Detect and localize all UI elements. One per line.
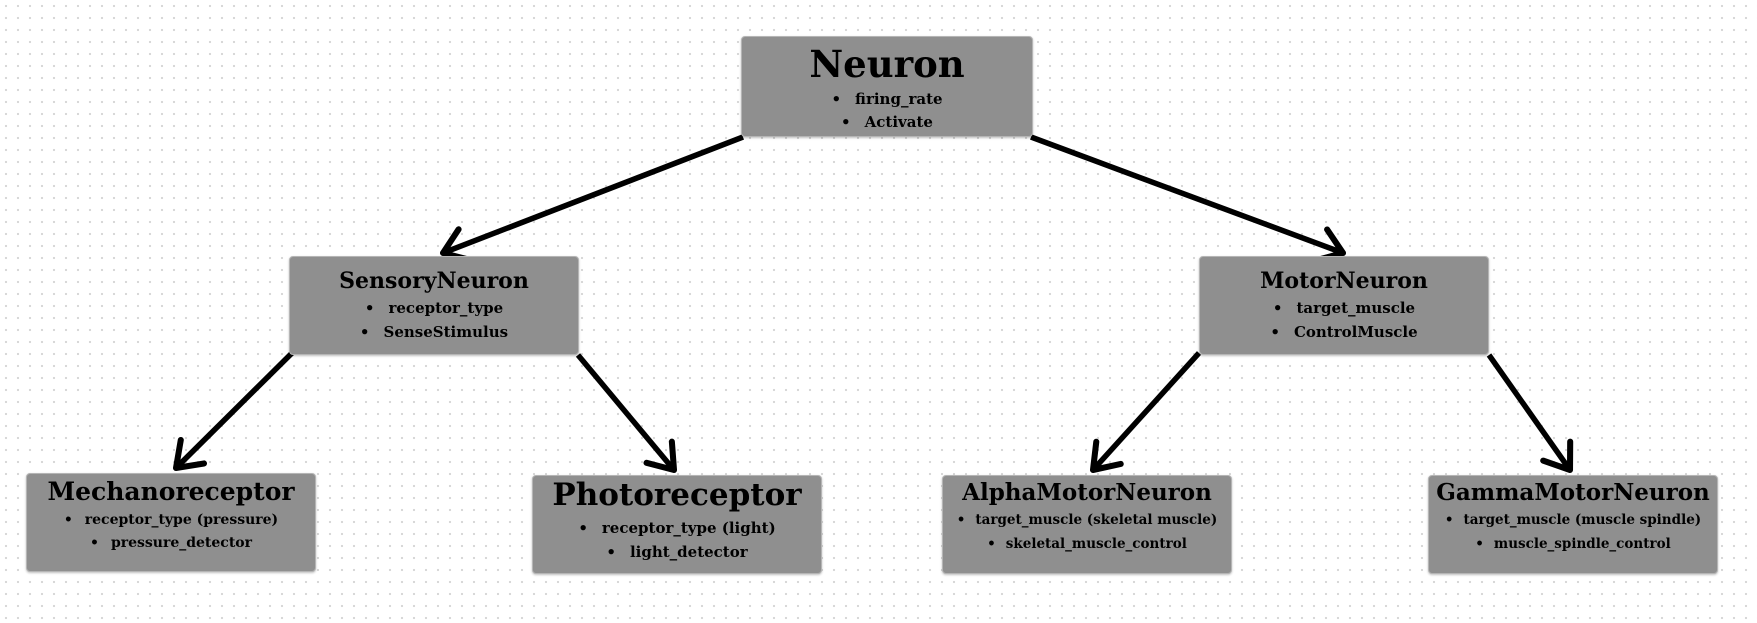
member-list-neuron: firing_rate Activate (742, 88, 1032, 134)
member-receptor-type-light: receptor_type (light) (533, 516, 821, 540)
member-list-sensory-neuron: receptor_type SenseStimulus (290, 296, 578, 344)
edge-neuron-sensory (439, 134, 744, 264)
member-list-mechanoreceptor: receptor_type (pressure) pressure_detect… (27, 509, 315, 555)
class-node-neuron[interactable]: Neuron firing_rate Activate (741, 36, 1033, 137)
class-node-photoreceptor[interactable]: Photoreceptor receptor_type (light) ligh… (532, 475, 822, 574)
member-skeletal-muscle-control: skeletal_muscle_control (943, 532, 1231, 556)
class-node-motor-neuron[interactable]: MotorNeuron target_muscle ControlMuscle (1199, 256, 1489, 355)
member-muscle-spindle-control: muscle_spindle_control (1429, 532, 1717, 556)
class-node-alpha-motor-neuron[interactable]: AlphaMotorNeuron target_muscle (skeletal… (942, 475, 1232, 574)
member-list-photoreceptor: receptor_type (light) light_detector (533, 516, 821, 564)
member-target-muscle: target_muscle (1200, 296, 1488, 320)
class-name-sensory-neuron: SensoryNeuron (339, 268, 529, 294)
class-name-alpha-motor-neuron: AlphaMotorNeuron (962, 479, 1212, 506)
member-list-alpha-motor-neuron: target_muscle (skeletal muscle) skeletal… (943, 508, 1231, 556)
member-firing-rate: firing_rate (742, 88, 1032, 111)
edge-neuron-motor (1030, 134, 1347, 264)
class-name-mechanoreceptor: Mechanoreceptor (47, 477, 295, 506)
member-light-detector: light_detector (533, 540, 821, 564)
class-name-photoreceptor: Photoreceptor (552, 477, 802, 513)
class-node-sensory-neuron[interactable]: SensoryNeuron receptor_type SenseStimulu… (289, 256, 579, 355)
class-node-mechanoreceptor[interactable]: Mechanoreceptor receptor_type (pressure)… (26, 473, 316, 572)
edge-motor-alphamotorneuron (1089, 351, 1202, 474)
class-name-gamma-motor-neuron: GammaMotorNeuron (1436, 479, 1710, 506)
member-list-motor-neuron: target_muscle ControlMuscle (1200, 296, 1488, 344)
class-node-gamma-motor-neuron[interactable]: GammaMotorNeuron target_muscle (muscle s… (1428, 475, 1718, 574)
member-control-muscle: ControlMuscle (1200, 320, 1488, 344)
member-target-muscle-skeletal: target_muscle (skeletal muscle) (943, 508, 1231, 532)
member-sense-stimulus: SenseStimulus (290, 320, 578, 344)
member-receptor-type: receptor_type (290, 296, 578, 320)
member-activate: Activate (742, 111, 1032, 134)
edge-sensory-photoreceptor (575, 353, 678, 474)
member-list-gamma-motor-neuron: target_muscle (muscle spindle) muscle_sp… (1429, 508, 1717, 556)
member-pressure-detector: pressure_detector (27, 532, 315, 555)
class-name-motor-neuron: MotorNeuron (1260, 268, 1428, 294)
class-name-neuron: Neuron (809, 42, 965, 86)
member-target-muscle-spindle: target_muscle (muscle spindle) (1429, 508, 1717, 532)
edge-motor-gammamotorneuron (1486, 353, 1574, 474)
edge-sensory-mechanoreceptor (172, 351, 294, 472)
member-receptor-type-pressure: receptor_type (pressure) (27, 509, 315, 532)
